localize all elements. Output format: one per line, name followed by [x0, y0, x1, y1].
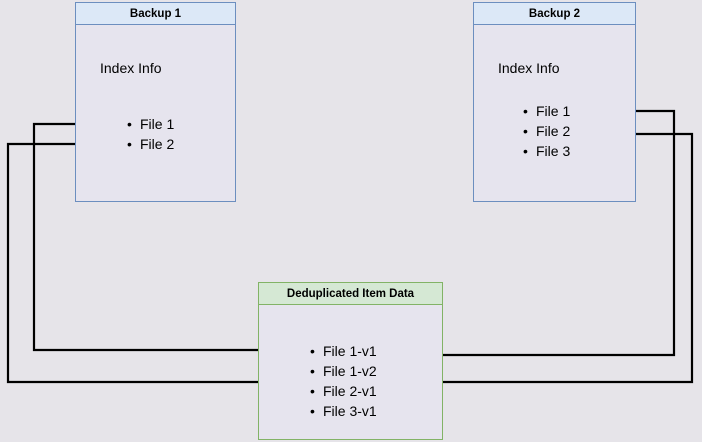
node-deduplicated-item-data[interactable]: Deduplicated Item Data File 1-v1 File 1-…: [258, 282, 443, 440]
backup-2-subtitle: Index Info: [498, 60, 560, 76]
dedup-item-list: File 1-v1 File 1-v2 File 2-v1 File 3-v1: [307, 341, 377, 421]
node-backup-2[interactable]: Backup 2 Index Info File 1 File 2 File 3: [473, 2, 636, 202]
list-item[interactable]: File 1-v2: [310, 361, 377, 381]
backup-2-file-list: File 1 File 2 File 3: [520, 101, 570, 161]
list-item[interactable]: File 1: [523, 101, 570, 121]
node-backup-1[interactable]: Backup 1 Index Info File 1 File 2: [75, 2, 236, 202]
list-item[interactable]: File 2: [523, 121, 570, 141]
node-backup-1-title: Backup 1: [76, 3, 235, 25]
node-backup-1-body: Index Info File 1 File 2: [76, 25, 235, 201]
node-backup-2-body: Index Info File 1 File 2 File 3: [474, 25, 635, 201]
node-dedup-body: File 1-v1 File 1-v2 File 2-v1 File 3-v1: [259, 305, 442, 439]
list-item[interactable]: File 2: [127, 134, 174, 154]
list-item[interactable]: File 1-v1: [310, 341, 377, 361]
list-item[interactable]: File 2-v1: [310, 381, 377, 401]
list-item[interactable]: File 1: [127, 114, 174, 134]
list-item[interactable]: File 3: [523, 141, 570, 161]
backup-1-subtitle: Index Info: [100, 60, 162, 76]
list-item[interactable]: File 3-v1: [310, 401, 377, 421]
node-backup-2-title: Backup 2: [474, 3, 635, 25]
backup-1-file-list: File 1 File 2: [124, 114, 174, 154]
node-dedup-title: Deduplicated Item Data: [259, 283, 442, 305]
